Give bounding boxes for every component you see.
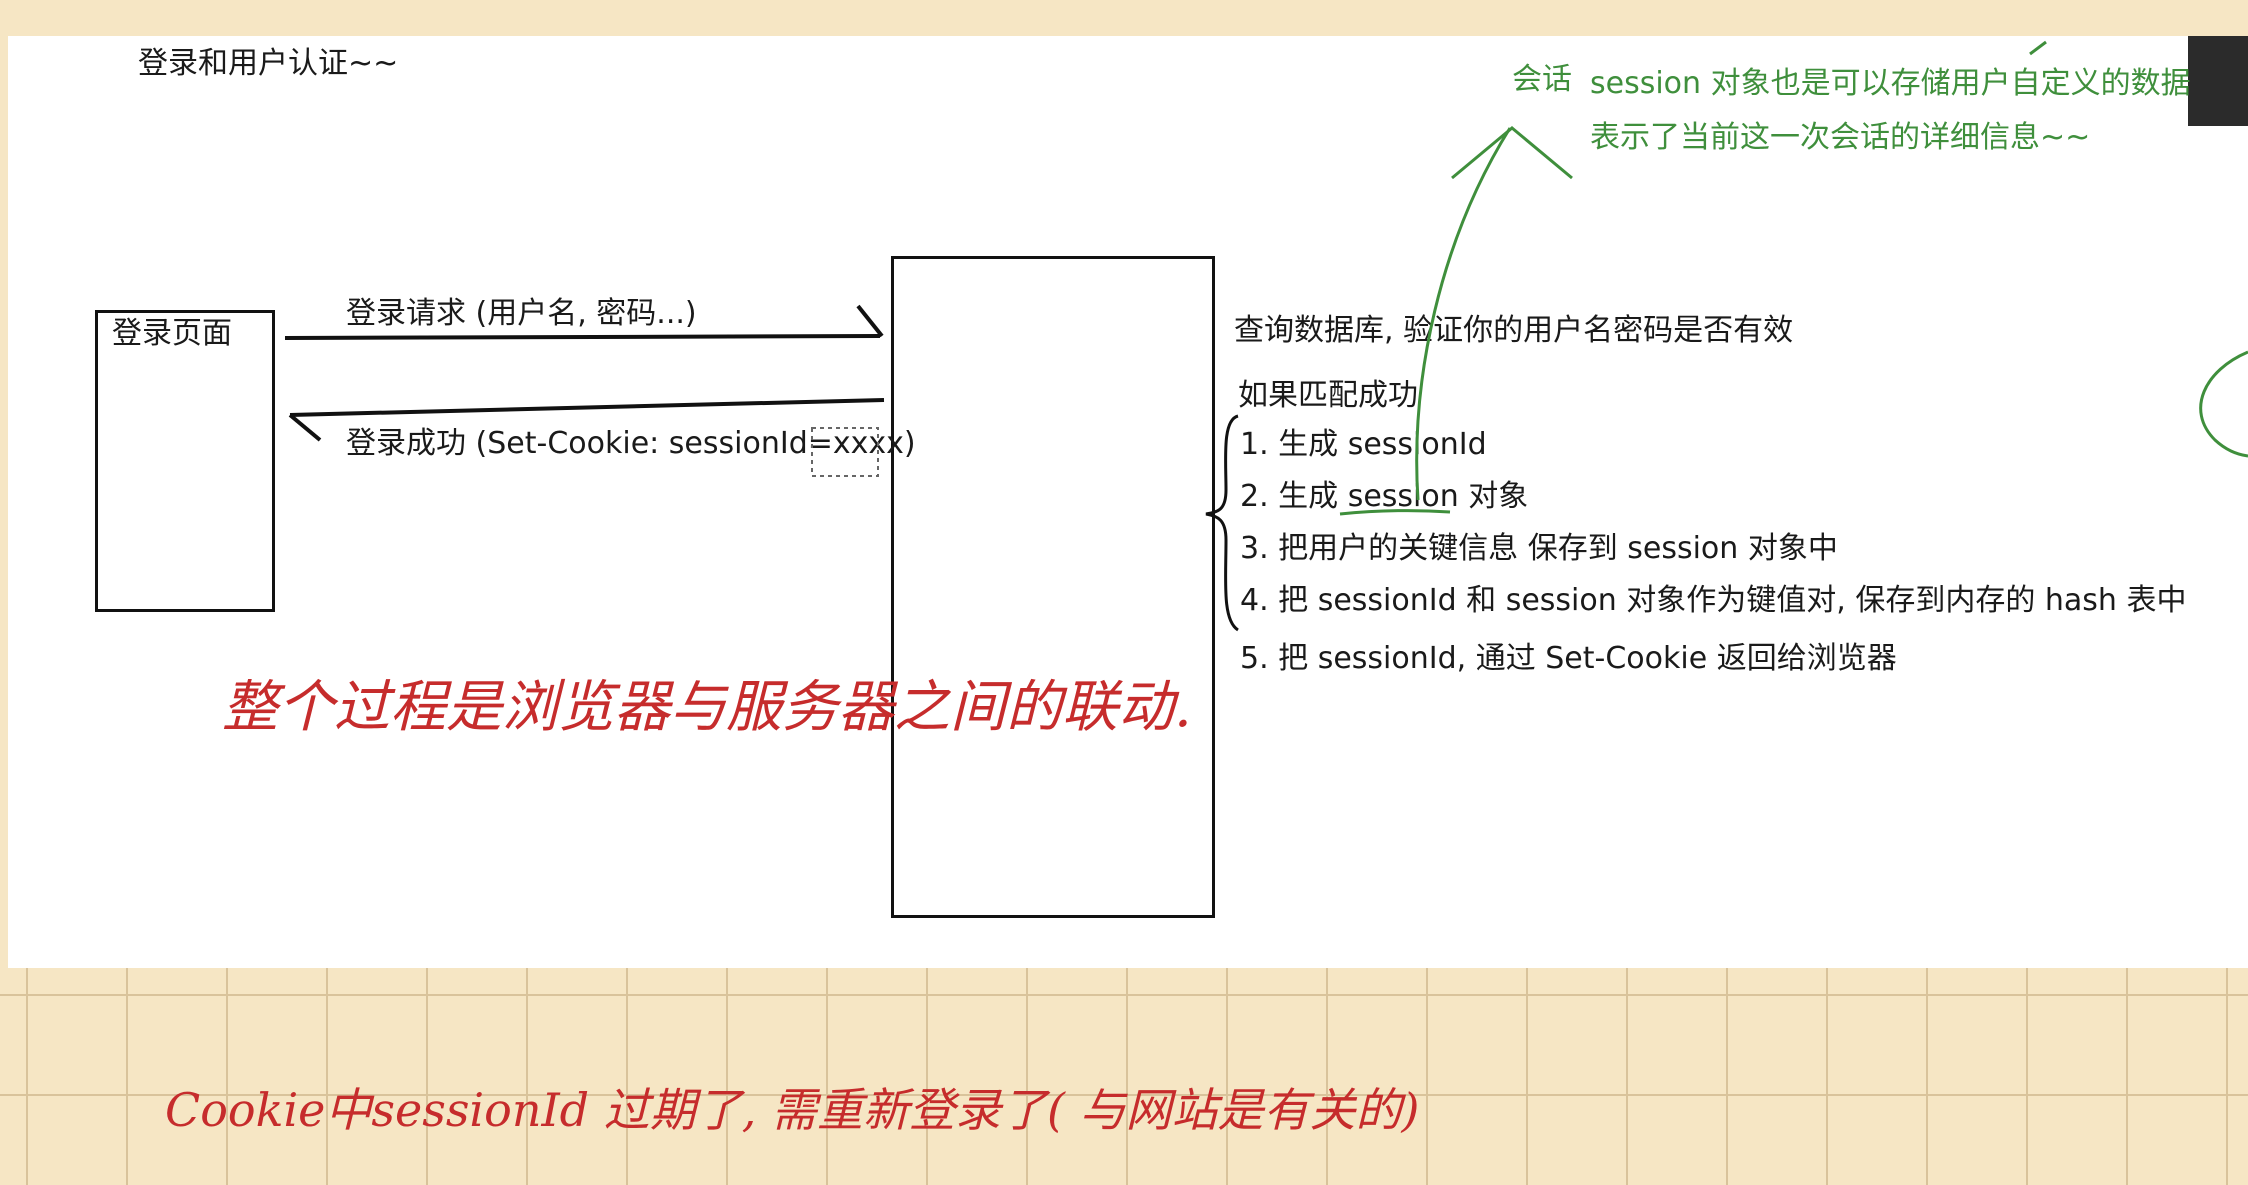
step-item: 1. 生成 sessionId: [1240, 427, 1487, 463]
step-item: 5. 把 sessionId, 通过 Set-Cookie 返回给浏览器: [1240, 641, 1897, 677]
top-strip: [0, 0, 2248, 36]
green-note-line2: 表示了当前这一次会话的详细信息~~: [1590, 120, 2090, 156]
grid-paper-area: [0, 968, 2248, 1185]
browser-box-label: 登录页面: [112, 316, 232, 352]
step-item: 3. 把用户的关键信息 保存到 session 对象中: [1240, 531, 1838, 567]
match-label: 如果匹配成功: [1238, 378, 1418, 414]
server-box: [891, 256, 1215, 918]
red-handwritten-note: 整个过程是浏览器与服务器之间的联动.: [222, 676, 1192, 740]
request-arrow-label: 登录请求 (用户名, 密码...): [346, 296, 697, 332]
red-handwritten-note-bottom: Cookie中sessionId 过期了, 需重新登录了( 与网站是有关的): [165, 1082, 1419, 1138]
step-item: 2. 生成 session 对象: [1240, 479, 1528, 515]
green-session-label: 会话: [1512, 62, 1572, 98]
browser-login-page-box: [95, 310, 275, 612]
step-item: 4. 把 sessionId 和 session 对象作为键值对, 保存到内存的…: [1240, 583, 2186, 619]
green-note-line1: session 对象也是可以存储用户自定义的数据: [1590, 66, 2191, 102]
response-arrow-label: 登录成功 (Set-Cookie: sessionId=xxxx): [346, 426, 916, 462]
camera-thumbnail: [2188, 36, 2248, 126]
diagram-heading: 登录和用户认证~~: [138, 46, 398, 82]
server-note: 查询数据库, 验证你的用户名密码是否有效: [1234, 313, 1793, 349]
